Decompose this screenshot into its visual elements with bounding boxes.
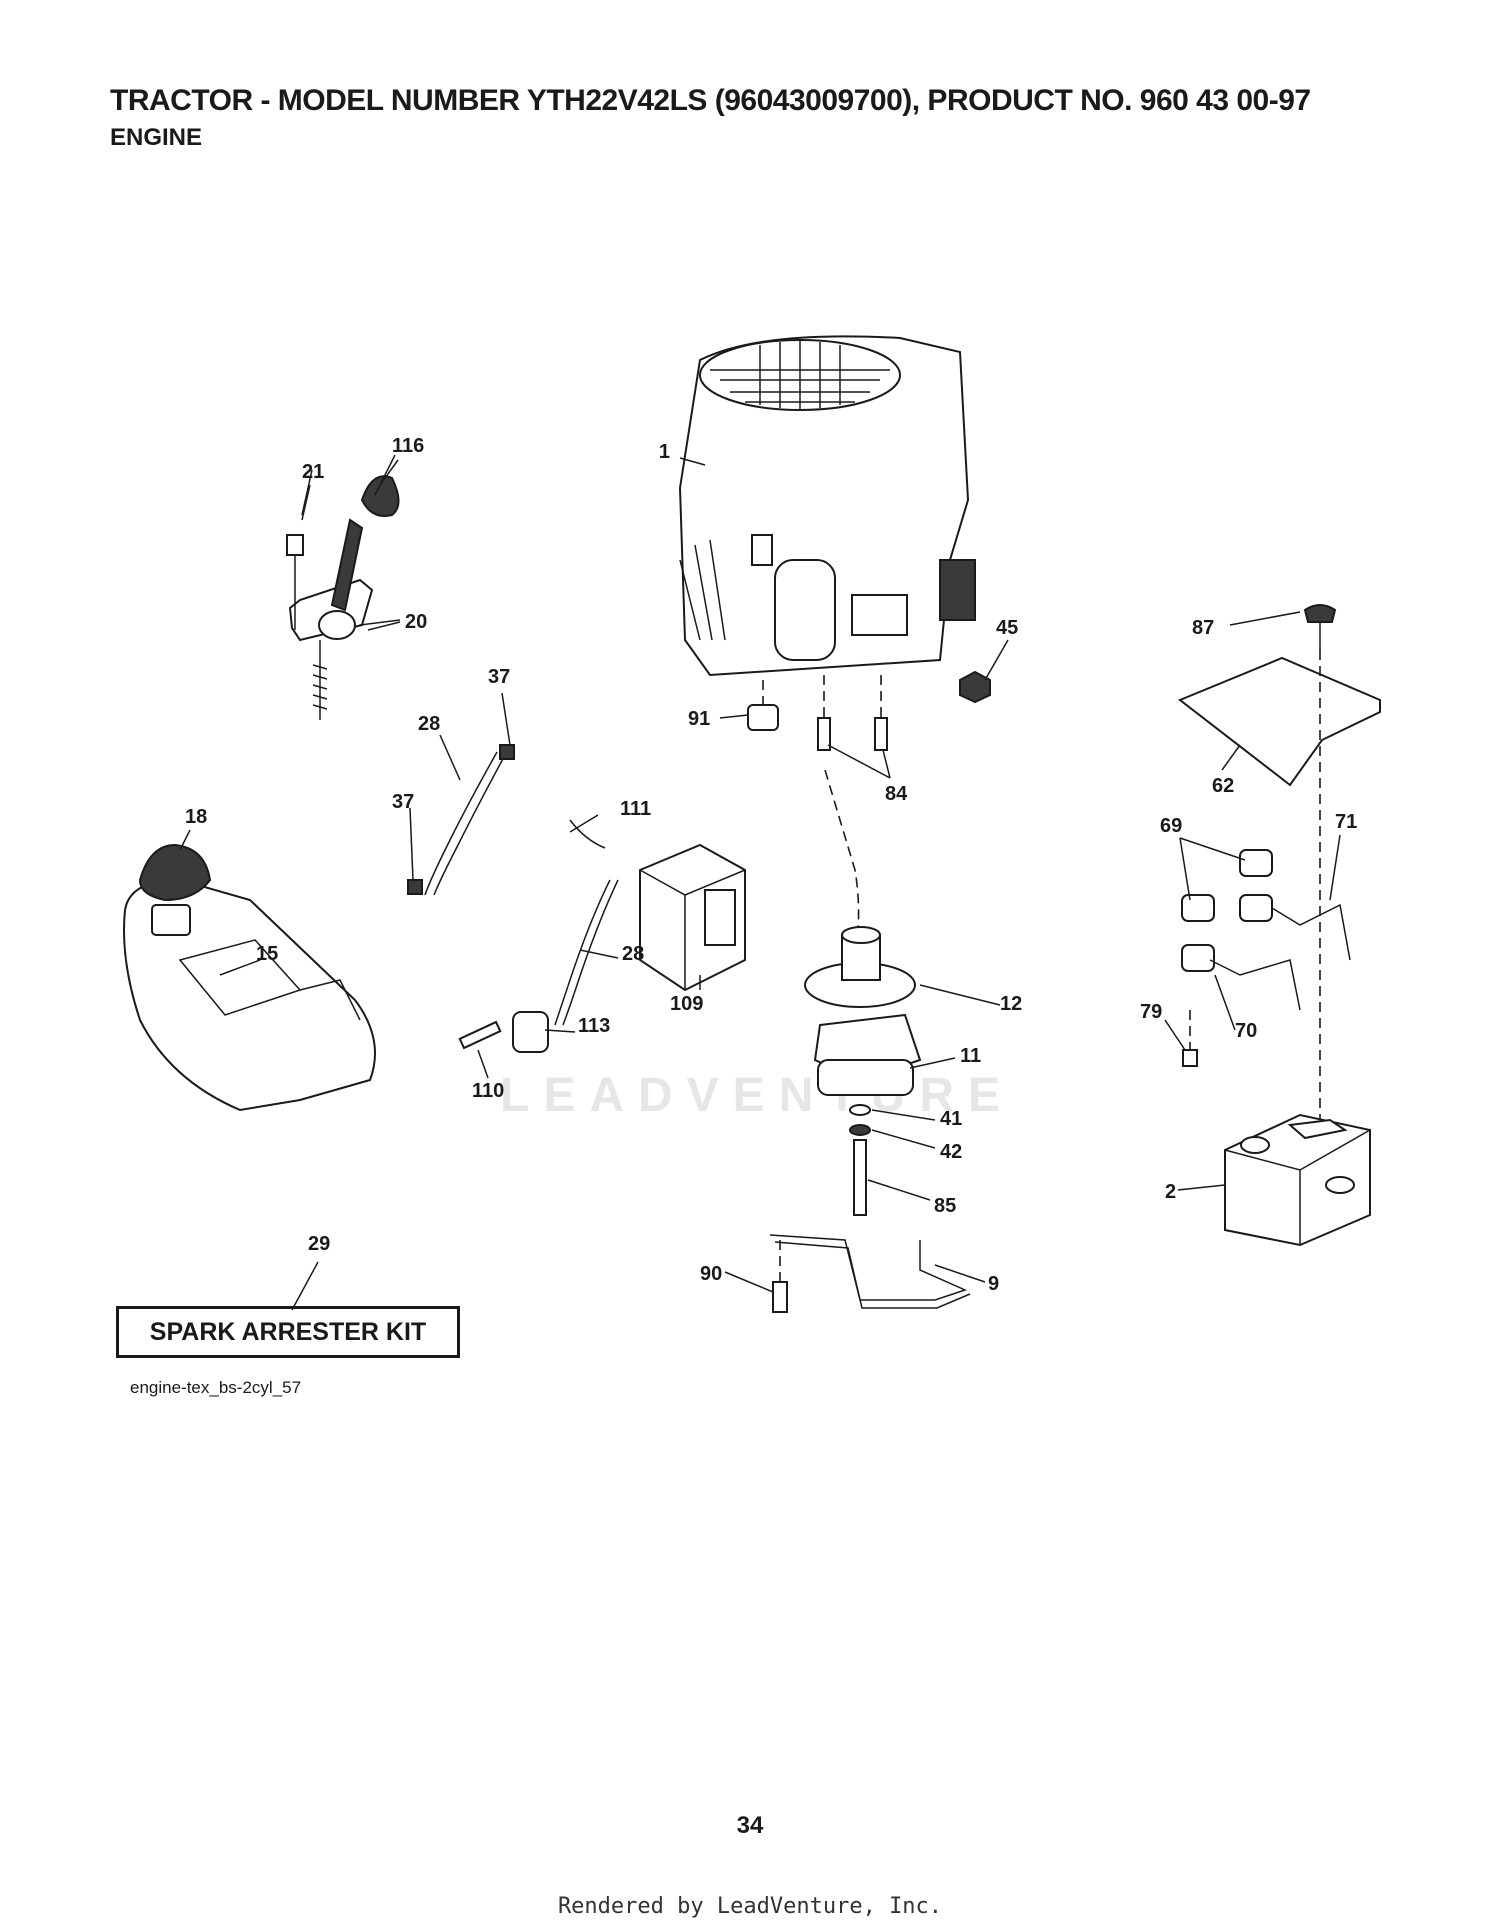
watermark: LEADVENTURE — [500, 1069, 1015, 1122]
callout-41: 41 — [940, 1108, 962, 1130]
fuel-filter-part — [458, 1011, 549, 1053]
callout-91: 91 — [688, 708, 710, 730]
callout-11: 11 — [960, 1045, 981, 1067]
callout-21: 21 — [302, 461, 324, 483]
callout-labels: 1 116 21 20 45 87 37 28 91 84 62 37 18 1… — [185, 435, 1357, 1295]
callout-113: 113 — [578, 1015, 610, 1037]
engine-part — [678, 335, 976, 677]
callout-87: 87 — [1192, 617, 1214, 639]
fuel-tank-part — [123, 843, 376, 1112]
callout-69: 69 — [1160, 815, 1182, 837]
callout-37-left: 37 — [392, 791, 414, 813]
heat-shield-part — [1178, 604, 1381, 1120]
callout-42: 42 — [940, 1141, 962, 1163]
callout-109: 109 — [670, 993, 703, 1015]
callout-2: 2 — [1165, 1181, 1176, 1203]
page-title: TRACTOR - MODEL NUMBER YTH22V42LS (96043… — [110, 84, 1311, 117]
callout-28-top: 28 — [418, 713, 440, 735]
callout-20: 20 — [405, 611, 427, 633]
callout-37-top: 37 — [488, 666, 510, 688]
callout-71: 71 — [1335, 811, 1357, 833]
throttle-control-part — [286, 454, 401, 720]
callout-70: 70 — [1235, 1020, 1257, 1042]
callout-84: 84 — [885, 783, 908, 805]
spark-arrester-kit-label: SPARK ARRESTER KIT — [116, 1306, 460, 1358]
fuel-line-parts — [407, 744, 619, 1026]
callout-45: 45 — [996, 617, 1018, 639]
callout-29: 29 — [308, 1233, 330, 1255]
callout-12: 12 — [1000, 993, 1022, 1015]
bracket-part — [769, 1234, 971, 1313]
page-number: 34 — [736, 1812, 764, 1839]
canister-part — [639, 843, 746, 992]
leader-lines — [179, 457, 1341, 1311]
nut-part — [959, 670, 991, 704]
pto-clutch-parts — [804, 769, 922, 1216]
callout-1: 1 — [659, 441, 670, 463]
callout-85: 85 — [934, 1195, 956, 1217]
callout-15: 15 — [256, 943, 278, 965]
callout-18: 18 — [185, 806, 207, 828]
callout-9: 9 — [988, 1273, 999, 1295]
render-footer: Rendered by LeadVenture, Inc. — [557, 1894, 943, 1919]
callout-110: 110 — [472, 1080, 504, 1102]
callout-116: 116 — [392, 435, 424, 457]
callout-90: 90 — [700, 1263, 722, 1285]
callout-28-bottom: 28 — [622, 943, 644, 965]
section-subtitle: ENGINE — [110, 124, 203, 151]
exhaust-pipe-parts — [1181, 849, 1351, 1067]
drawing-id: engine-tex_bs-2cyl_57 — [130, 1378, 302, 1397]
callout-62: 62 — [1212, 775, 1234, 797]
muffler-part — [1224, 1113, 1371, 1247]
callout-79: 79 — [1140, 1001, 1162, 1023]
callout-111: 111 — [620, 798, 651, 820]
engine-mount-parts — [747, 675, 888, 751]
